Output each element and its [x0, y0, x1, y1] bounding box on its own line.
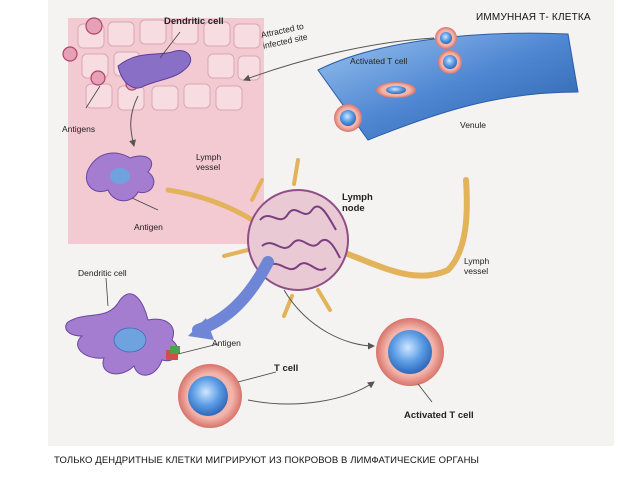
label-lymph-vessel-top-1: Lymph — [196, 152, 222, 162]
dendritic-nucleus-mid — [110, 168, 130, 184]
venule-t-cells — [334, 50, 462, 132]
arrow-migrate-to-node — [192, 256, 274, 336]
label-lymph-vessel-top-2: vessel — [196, 162, 221, 172]
label-lymph-vessel-right-2: vessel — [464, 266, 489, 276]
label-dendritic-cell-top: Dendritic cell — [164, 16, 224, 27]
label-lymph-node-2: node — [342, 203, 365, 214]
page-title: ИММУННАЯ Т- КЛЕТКА — [476, 12, 591, 23]
arrow-attracted — [243, 37, 435, 82]
label-lymph-node-1: Lymph — [342, 192, 373, 203]
label-activated-t-cell-bottom: Activated T cell — [404, 410, 474, 421]
t-cell — [188, 376, 228, 416]
diagram-figure: Dendritic cell Attracted to infected sit… — [48, 0, 614, 446]
leader-lines — [85, 31, 433, 403]
activated-t-cell-bottom — [388, 330, 432, 374]
activated-t-cell-top — [440, 32, 452, 44]
antigen-receptor — [170, 346, 180, 354]
arrow-activation — [247, 381, 375, 405]
lymph-node-cortex — [259, 205, 341, 271]
dendritic-cell-top — [117, 50, 192, 89]
venule — [317, 32, 579, 141]
dendritic-nucleus-bottom — [113, 327, 147, 353]
label-antigen-bottom: Antigen — [212, 338, 241, 348]
label-antigen-mid: Antigen — [134, 222, 163, 232]
label-dendritic-cell-bottom: Dendritic cell — [78, 268, 127, 278]
arrow-migrate-head — [188, 318, 214, 340]
label-activated-t-cell-top: Activated T cell — [350, 56, 408, 66]
figure-caption: ТОЛЬКО ДЕНДРИТНЫЕ КЛЕТКИ МИГРИРУЮТ ИЗ ПО… — [54, 455, 480, 466]
epithelium — [77, 19, 261, 111]
label-venule: Venule — [460, 120, 486, 130]
label-lymph-vessel-right-1: Lymph — [464, 256, 490, 266]
label-t-cell: T cell — [274, 363, 299, 374]
arrow-node-to-activation — [283, 289, 375, 350]
label-antigens: Antigens — [62, 124, 96, 134]
diagram-illustration — [62, 17, 579, 428]
arrow-migrate-down — [129, 95, 139, 147]
antigen-complex — [166, 350, 178, 360]
